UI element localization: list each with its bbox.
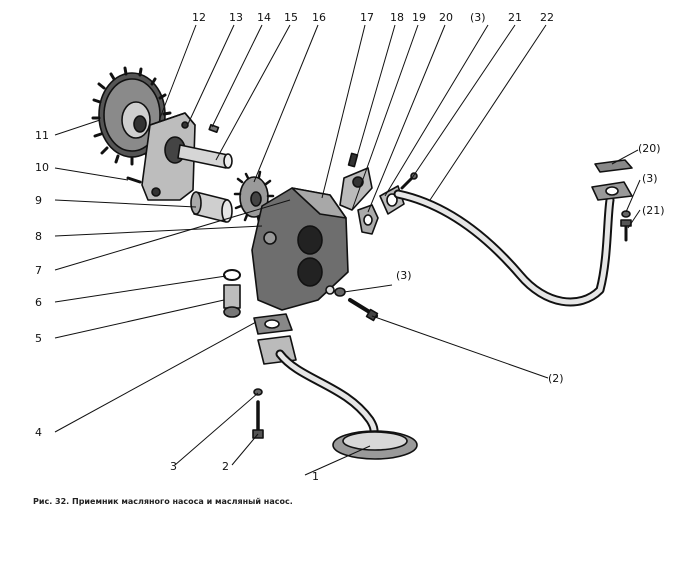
- figure-caption: Рис. 32. Приемник масляного насоса и мас…: [33, 497, 293, 506]
- bolt-3a-part: [400, 172, 418, 190]
- callout-1: 1: [312, 470, 319, 483]
- callout-p3c: (3): [642, 172, 658, 185]
- pin-part: [126, 176, 142, 184]
- dowel-part: [347, 152, 359, 168]
- gasket-19-part: [357, 204, 379, 235]
- pump-housing-part: [251, 187, 349, 311]
- callout-7: 7: [35, 264, 42, 277]
- callout-13: 13: [229, 11, 243, 24]
- leader-lines: [54, 24, 641, 476]
- oil-intake-part: [257, 335, 418, 460]
- bolt-5-part: [223, 284, 241, 318]
- callout-labels: 11 10 9 8 7 6 5 4 12 13 14 15 16 17 18 1…: [35, 11, 665, 483]
- washer-6-part: [223, 269, 241, 281]
- callout-11: 11: [35, 129, 49, 142]
- callout-p20: (20): [638, 142, 661, 155]
- callout-20: 20: [439, 11, 453, 24]
- callout-10: 10: [35, 161, 49, 174]
- bolt-21-part: [620, 219, 632, 242]
- bolt-2-part: [348, 298, 379, 322]
- callout-19: 19: [412, 11, 426, 24]
- bushing-part: [190, 191, 233, 223]
- callout-8: 8: [35, 230, 42, 243]
- callout-5: 5: [35, 332, 42, 345]
- callout-14: 14: [257, 11, 271, 24]
- bolt-2b-part: [252, 400, 264, 439]
- discharge-pipe-part: [393, 189, 615, 307]
- callout-6: 6: [35, 296, 42, 309]
- drive-shaft-part: [177, 144, 233, 169]
- callout-p21: (21): [642, 204, 665, 217]
- callout-22: 22: [540, 11, 554, 24]
- pipe-end-gasket-part: [591, 159, 633, 201]
- washer-3b-part: [334, 287, 346, 297]
- callout-2: 2: [222, 460, 229, 473]
- lower-gasket-part: [253, 313, 293, 335]
- callout-3: 3: [170, 460, 177, 473]
- callout-9: 9: [35, 194, 42, 207]
- callout-21: 21: [508, 11, 522, 24]
- callout-4: 4: [35, 426, 42, 439]
- callout-p3a: (3): [470, 11, 486, 24]
- callout-17: 17: [360, 11, 374, 24]
- callout-16: 16: [312, 11, 326, 24]
- callout-18: 18: [390, 11, 404, 24]
- callout-p3b: (3): [396, 269, 412, 282]
- callout-12: 12: [192, 11, 206, 24]
- callout-15: 15: [284, 11, 298, 24]
- pump-cover-part: [339, 167, 373, 211]
- callout-p2: (2): [548, 372, 564, 385]
- key-part: [208, 123, 220, 133]
- washer-3-part: [253, 388, 263, 396]
